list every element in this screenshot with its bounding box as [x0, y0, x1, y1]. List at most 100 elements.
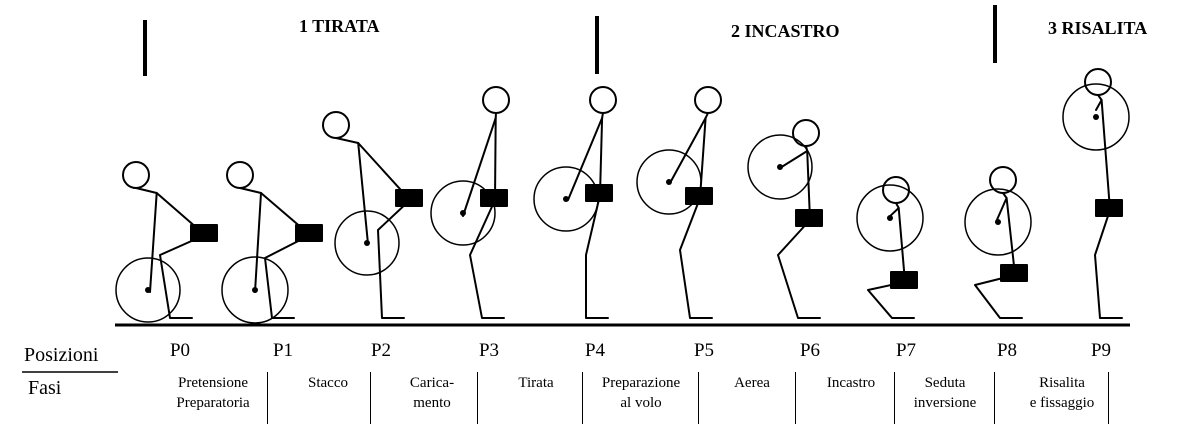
barbell-disc-2: [334, 210, 400, 276]
lifter-torso-3: [494, 112, 497, 201]
stage-separator: [1108, 372, 1109, 424]
barbell-hub-3: [460, 210, 466, 216]
lifter-leg-6: [777, 219, 821, 319]
lifter-shorts-2: [395, 189, 423, 207]
lifter-head-9: [1084, 68, 1112, 96]
lifter-leg-1: [264, 234, 311, 319]
stage-label-caricamento: Carica-mento: [409, 375, 455, 411]
barbell-hub-7: [887, 215, 893, 221]
position-label-p1: P1: [272, 340, 294, 361]
barbell-hub-6: [777, 164, 783, 170]
barbell-hub-1: [252, 287, 258, 293]
lifter-leg-4: [585, 194, 609, 319]
position-label-p5: P5: [693, 340, 715, 361]
stage-label-aerea: Aerea: [734, 375, 770, 391]
lifter-head-3: [482, 86, 510, 114]
lifter-leg-7: [867, 281, 915, 319]
lifter-head-1: [226, 161, 254, 189]
position-label-p4: P4: [584, 340, 606, 361]
barbell-hub-8: [995, 219, 1001, 225]
stage-label-stacco: Stacco: [308, 375, 348, 391]
lifter-shorts-8: [1000, 264, 1028, 282]
position-label-p3: P3: [478, 340, 500, 361]
lifter-shorts-5: [685, 187, 713, 205]
lifter-arm-3: [462, 117, 497, 217]
barbell-disc-9: [1062, 83, 1130, 151]
lifter-leg-3: [469, 199, 505, 319]
lifter-figures: [115, 68, 1130, 324]
lifter-head-0: [122, 161, 150, 189]
position-label-p6: P6: [799, 340, 821, 361]
stage-separator: [477, 372, 478, 424]
lifter-leg-5: [679, 197, 713, 319]
barbell-hub-2: [364, 240, 370, 246]
lifter-leg-9: [1094, 209, 1123, 319]
lifter-torso-7: [895, 202, 906, 283]
lifter-head-2: [322, 111, 350, 139]
barbell-disc-8: [964, 188, 1032, 256]
phase-divider-incastro-risalita: [993, 5, 997, 63]
lifter-arm-6: [779, 150, 809, 169]
barbell-disc-0: [115, 257, 181, 323]
phase-divider-tirata-incastro: [595, 16, 599, 74]
position-label-p7: P7: [895, 340, 917, 361]
position-label-p2: P2: [370, 340, 392, 361]
lifter-leg-8: [974, 274, 1023, 319]
lifter-arm-1: [254, 192, 262, 293]
barbell-hub-5: [666, 179, 672, 185]
lifter-head-7: [882, 176, 910, 204]
lifter-head-6: [792, 119, 820, 147]
stage-separator: [894, 372, 895, 424]
stage-label-incastro: Incastro: [826, 375, 876, 391]
lifter-torso-4: [599, 112, 604, 196]
phases-row-label: Fasi: [28, 377, 62, 399]
barbell-hub-0: [145, 287, 151, 293]
lifter-arm-5: [669, 117, 707, 184]
lifter-torso-9: [1097, 94, 1111, 211]
stage-separator: [994, 372, 995, 424]
lifter-shorts-6: [795, 209, 823, 227]
phase-divider-start: [143, 20, 147, 76]
lifter-arm-9: [1095, 99, 1103, 111]
lifter-head-5: [694, 86, 722, 114]
lifter-shorts-9: [1095, 199, 1123, 217]
stage-separator: [267, 372, 268, 424]
lifter-shorts-4: [585, 184, 613, 202]
barbell-hub-4: [563, 196, 569, 202]
lifter-arm-4: [567, 117, 604, 201]
stage-separator: [795, 372, 796, 424]
lifter-shorts-7: [890, 271, 918, 289]
lifter-torso-8: [1002, 192, 1016, 276]
barbell-disc-5: [636, 149, 702, 215]
barbell-disc-1: [221, 256, 289, 324]
positions-row-label: Posizioni: [24, 344, 99, 366]
lifter-arm-8: [995, 197, 1008, 223]
barbell-disc-6: [747, 134, 813, 200]
stage-separator: [582, 372, 583, 424]
position-label-p9: P9: [1090, 340, 1112, 361]
lifter-arm-0: [149, 192, 158, 293]
stage-separator: [698, 372, 699, 424]
lifter-shorts-1: [295, 224, 323, 242]
phase-title-risalita: 3 RISALITA: [1048, 18, 1148, 38]
barbell-disc-3: [430, 180, 496, 246]
lifter-leg-0: [159, 234, 206, 319]
barbell-disc-4: [533, 166, 599, 232]
lifter-head-4: [589, 86, 617, 114]
lifter-arm-2: [357, 142, 369, 245]
stage-separator: [370, 372, 371, 424]
barbell-disc-7: [856, 184, 924, 252]
position-label-p0: P0: [169, 340, 191, 361]
barbell-hub-9: [1093, 114, 1099, 120]
lifter-shorts-0: [190, 224, 218, 242]
phase-title-incastro: 2 INCASTRO: [731, 21, 840, 41]
stage-label-tirata: Tirata: [518, 375, 554, 391]
phase-title-tirata: 1 TIRATA: [299, 16, 380, 36]
position-label-p8: P8: [996, 340, 1018, 361]
lifter-leg-2: [377, 199, 411, 319]
